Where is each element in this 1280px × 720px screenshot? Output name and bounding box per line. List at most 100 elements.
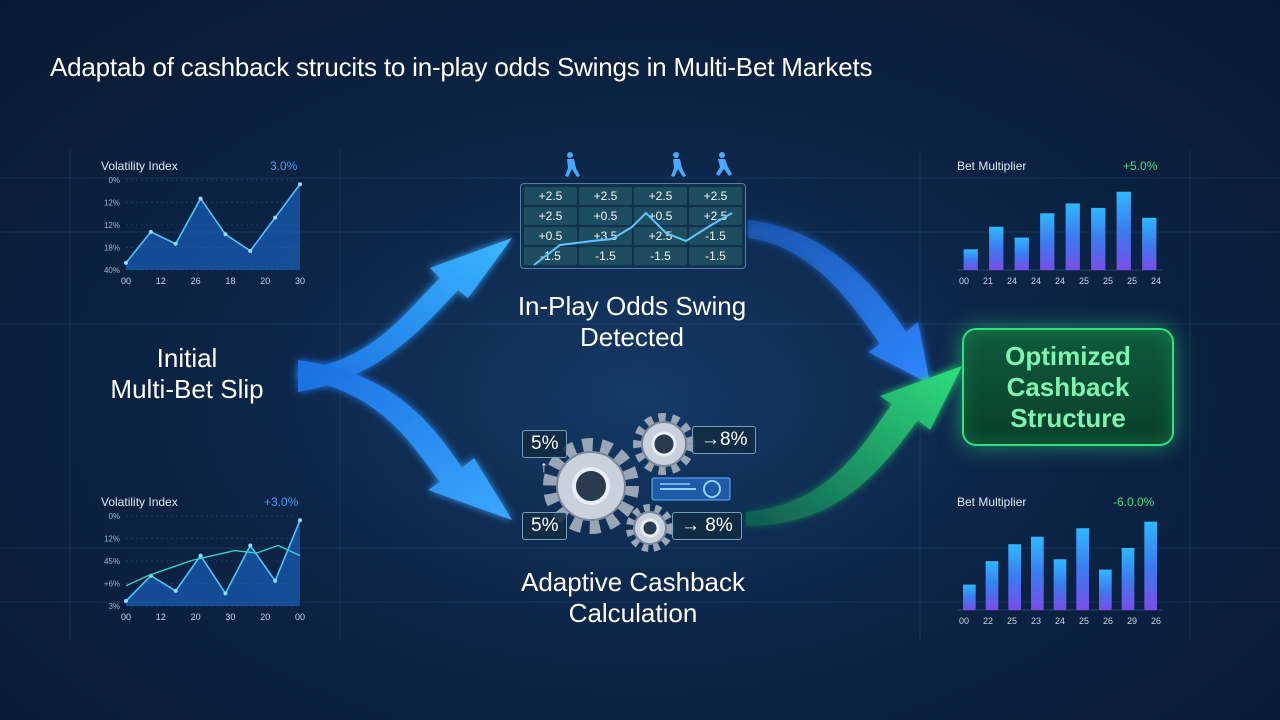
odds-cell: +0.5 xyxy=(524,227,577,245)
x-tick-label: 29 xyxy=(1127,616,1137,626)
data-point xyxy=(173,241,178,246)
player-icon xyxy=(716,152,732,176)
x-tick-label: 25 xyxy=(1007,616,1017,626)
transfer-arrow-icon xyxy=(651,477,731,501)
cashback-pct-top-right: →8% xyxy=(692,426,757,454)
bar xyxy=(1008,544,1022,610)
data-point xyxy=(173,588,178,593)
x-tick-label: 12 xyxy=(156,276,166,286)
x-tick-label: 30 xyxy=(295,276,305,286)
bar xyxy=(962,584,976,610)
chart-value-volatility-bottom: +3.0% xyxy=(264,495,299,509)
chart-value-volatility-top: 3.0% xyxy=(270,159,298,173)
node-initial-line1: Initial xyxy=(156,343,218,373)
data-point xyxy=(273,215,278,220)
x-tick-label: 24 xyxy=(1007,276,1017,286)
bar xyxy=(1014,237,1029,270)
chart-title-multiplier-top: Bet Multiplier xyxy=(957,159,1027,173)
x-tick-label: 22 xyxy=(983,616,993,626)
x-tick-label: 26 xyxy=(191,276,201,286)
x-tick-label: 25 xyxy=(1103,276,1113,286)
y-tick-label: 0% xyxy=(108,512,120,521)
chart-title-multiplier-bottom: Bet Multiplier xyxy=(957,495,1027,509)
arrow-to-adaptive xyxy=(298,360,512,520)
player-icon xyxy=(565,152,580,177)
chart-value-multiplier-top: +5.0% xyxy=(1123,159,1158,173)
x-tick-label: 24 xyxy=(1031,276,1041,286)
data-point xyxy=(148,229,153,234)
data-point xyxy=(198,553,203,558)
x-tick-label: 20 xyxy=(260,612,270,622)
node-odds-swing-detected: In-Play Odds Swing Detected xyxy=(496,291,768,353)
bar xyxy=(1076,528,1090,610)
gear-icon-bottom xyxy=(626,504,674,552)
bar xyxy=(1098,569,1112,610)
odds-cell: +2.5 xyxy=(524,207,577,225)
bar xyxy=(1144,521,1158,610)
odds-cell: +2.5 xyxy=(524,187,577,205)
x-tick-label: 24 xyxy=(1151,276,1161,286)
area-fill xyxy=(126,184,300,270)
arrow-odds-to-optimized xyxy=(748,220,930,384)
x-tick-label: 30 xyxy=(225,612,235,622)
odds-cell: +0.5 xyxy=(579,207,632,225)
data-point xyxy=(298,182,302,187)
bar xyxy=(1116,191,1131,270)
data-point xyxy=(124,598,128,603)
node-initial-line2: Multi-Bet Slip xyxy=(110,374,264,404)
y-tick-label: 40% xyxy=(104,266,120,275)
node-initial-multi-bet-slip: Initial Multi-Bet Slip xyxy=(88,343,286,405)
odds-cell: +2.5 xyxy=(634,187,687,205)
bar xyxy=(989,226,1004,270)
node-optimized-line3: Structure xyxy=(1010,402,1126,433)
node-odds-swing-line2: Detected xyxy=(579,322,685,352)
odds-cell: -1.5 xyxy=(524,247,577,265)
data-point xyxy=(248,248,253,253)
bar xyxy=(1053,559,1067,610)
odds-cell: +2.5 xyxy=(689,187,742,205)
x-tick-label: 25 xyxy=(1079,616,1089,626)
odds-cell: -1.5 xyxy=(579,247,632,265)
node-odds-swing-line1: In-Play Odds Swing xyxy=(517,291,747,321)
player-icon xyxy=(671,152,686,177)
bar xyxy=(985,561,999,610)
arrow-adaptive-to-optimized xyxy=(746,366,962,526)
data-point xyxy=(124,260,128,265)
y-tick-label: 18% xyxy=(104,244,120,253)
y-tick-label: 12% xyxy=(104,199,120,208)
player-icons xyxy=(565,152,732,177)
up-arrow-icon: ↑ xyxy=(540,459,548,476)
data-point xyxy=(223,591,228,596)
series-line xyxy=(125,183,301,264)
data-point xyxy=(198,196,203,201)
x-tick-label: 24 xyxy=(1055,616,1065,626)
x-tick-label: 00 xyxy=(121,276,131,286)
bar xyxy=(1030,536,1044,610)
chart-title-volatility-top: Volatility Index xyxy=(101,159,178,173)
y-tick-label: 0% xyxy=(108,176,120,185)
x-tick-label: 24 xyxy=(1055,276,1065,286)
bar xyxy=(963,249,978,270)
odds-cell: -1.5 xyxy=(634,247,687,265)
cashback-pct-bottom-right: → 8% xyxy=(672,512,742,540)
chart-value-multiplier-bottom: -6.0.0% xyxy=(1113,495,1155,509)
data-point xyxy=(223,232,228,237)
node-optimized-line2: Cashback xyxy=(1006,371,1130,402)
node-adaptive-line2: Calculation xyxy=(568,598,698,628)
cashback-pct-bottom-left: 5% xyxy=(522,512,568,540)
x-tick-label: 20 xyxy=(191,612,201,622)
gear-icon-large xyxy=(543,438,639,534)
series-line xyxy=(125,519,301,602)
y-tick-label: 3% xyxy=(108,602,120,611)
y-tick-label: +6% xyxy=(104,580,120,589)
y-tick-label: 45% xyxy=(104,557,120,566)
x-tick-label: 00 xyxy=(959,616,969,626)
x-tick-label: 26 xyxy=(1103,616,1113,626)
y-tick-label: 12% xyxy=(104,535,120,544)
bar xyxy=(1121,547,1135,610)
